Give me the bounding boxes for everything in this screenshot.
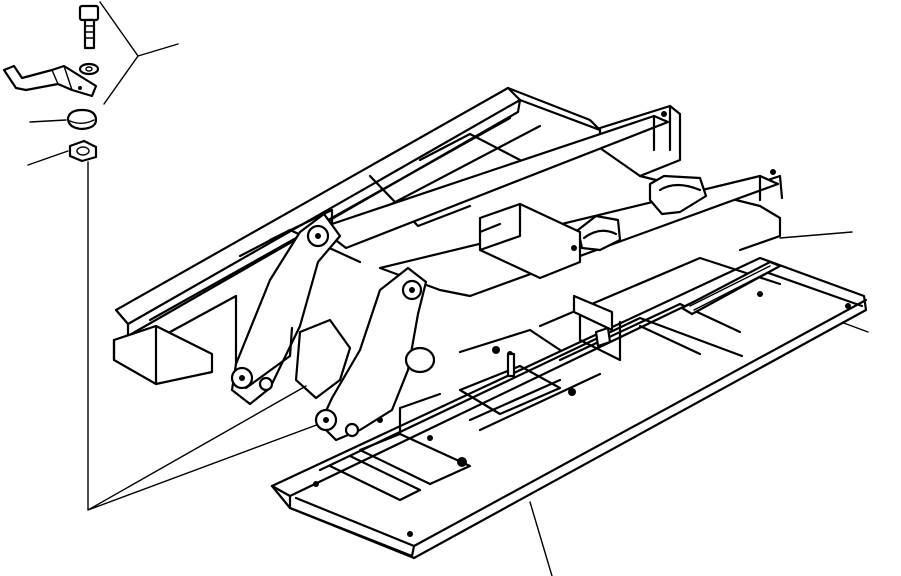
washer-icon (78, 62, 100, 76)
cap-icon (66, 108, 98, 131)
leader-bolt-group (99, 1, 179, 105)
leader-frame-right (779, 231, 853, 239)
bolt-icon (78, 4, 100, 50)
bracket-icon (2, 64, 98, 98)
leader-gasket (27, 150, 69, 166)
leader-frame-bottom (529, 501, 553, 576)
machine-frame (112, 86, 868, 560)
leader-mount-group (87, 161, 331, 511)
leader-cap (29, 119, 67, 123)
gasket-icon (68, 139, 98, 163)
